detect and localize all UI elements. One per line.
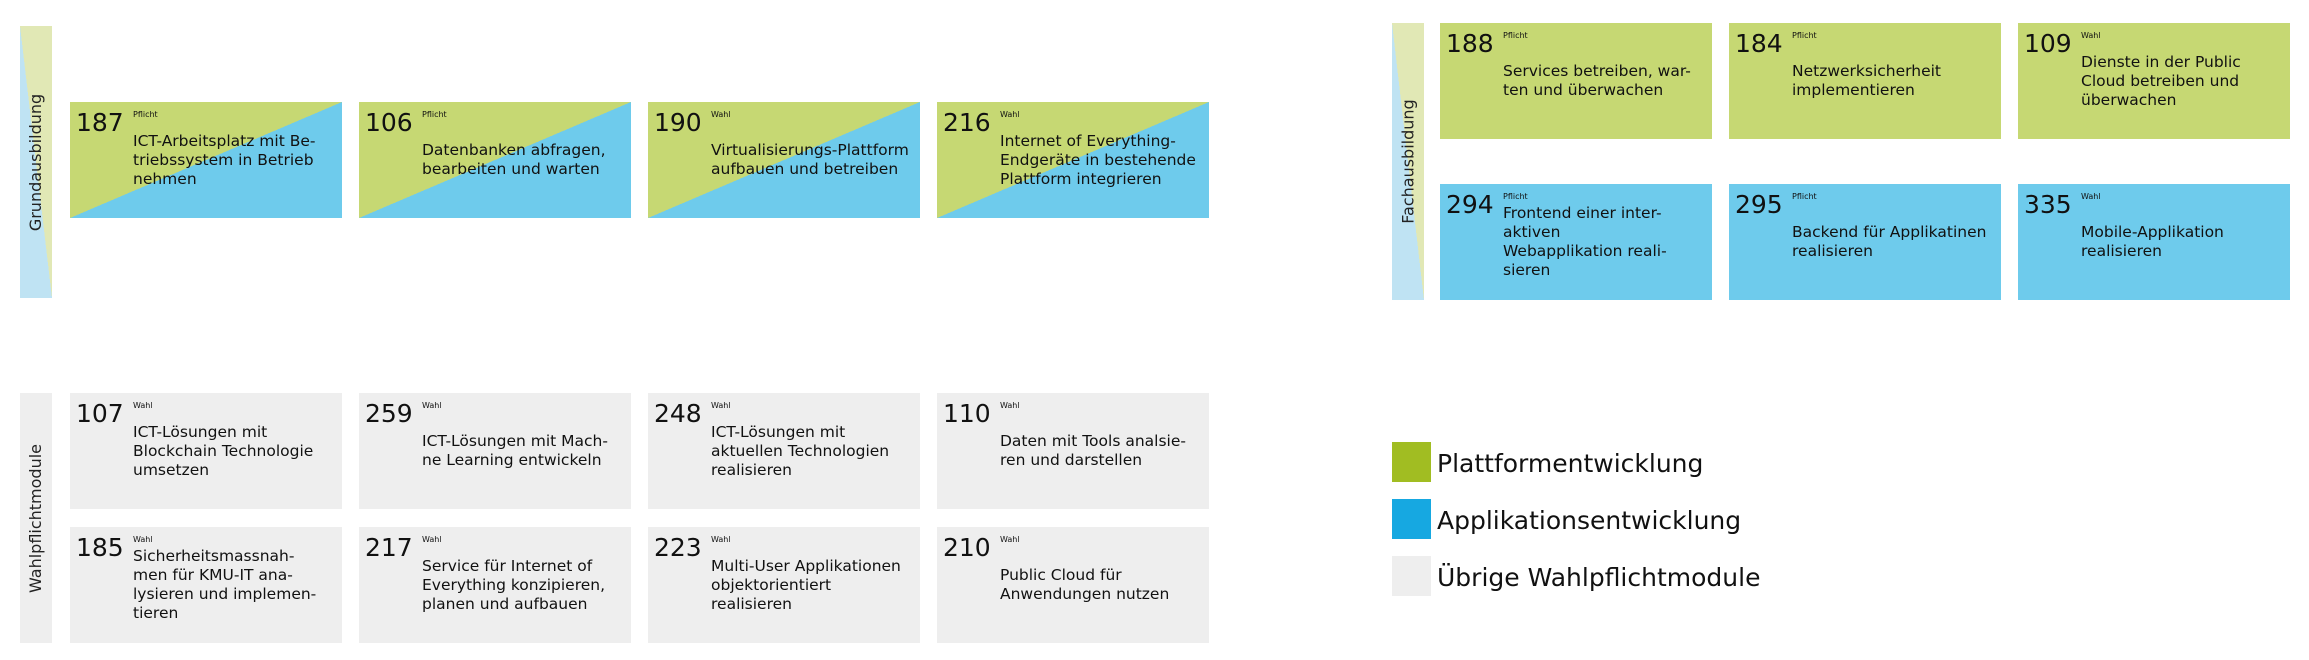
- module-number: 295: [1735, 190, 1783, 219]
- module-type: Pflicht: [1503, 192, 1528, 201]
- module-number: 187: [76, 108, 124, 137]
- module-type: Wahl: [1000, 535, 1020, 544]
- module-type: Pflicht: [1503, 31, 1528, 40]
- module-card: 109 Wahl Dienste in der Public Cloud bet…: [2018, 23, 2290, 139]
- module-card: 187 Pflicht ICT-Arbeitsplatz mit Be- tri…: [70, 102, 342, 218]
- module-description: ICT-Arbeitsplatz mit Be- triebssystem in…: [133, 131, 316, 188]
- module-card: 185 Wahl Sicherheitsmassnah- men für KMU…: [70, 527, 342, 643]
- module-card: 335 Wahl Mobile-Applikation realisieren: [2018, 184, 2290, 300]
- module-card: 223 Wahl Multi-User Applikationen objekt…: [648, 527, 920, 643]
- module-description: Multi-User Applikationen objektorientier…: [711, 556, 901, 613]
- module-type: Pflicht: [422, 110, 447, 119]
- module-number: 217: [365, 533, 413, 562]
- module-number: 216: [943, 108, 991, 137]
- legend-swatch: [1392, 556, 1431, 596]
- legend-swatch: [1392, 442, 1431, 482]
- module-card: 248 Wahl ICT-Lösungen mit aktuellen Tech…: [648, 393, 920, 509]
- module-card: 259 Wahl ICT-Lösungen mit Mach- ne Learn…: [359, 393, 631, 509]
- module-type: Wahl: [422, 401, 442, 410]
- module-number: 335: [2024, 190, 2072, 219]
- module-number: 259: [365, 399, 413, 428]
- module-type: Wahl: [711, 535, 731, 544]
- module-description: Netzwerksicherheit implementieren: [1792, 62, 1942, 99]
- module-description: ICT-Lösungen mit aktuellen Technologien …: [711, 422, 890, 479]
- module-number: 110: [943, 399, 991, 428]
- module-number: 294: [1446, 190, 1494, 219]
- module-card: 210 Wahl Public Cloud für Anwendungen nu…: [937, 527, 1209, 643]
- module-type: Wahl: [133, 401, 153, 410]
- module-card: 190 Wahl Virtualisierungs-Plattform aufb…: [648, 102, 920, 218]
- module-type: Wahl: [2081, 31, 2101, 40]
- module-card: 106 Pflicht Datenbanken abfragen, bearbe…: [359, 102, 631, 218]
- module-card: 184 Pflicht Netzwerksicherheit implement…: [1729, 23, 2001, 139]
- grundausbildung-label-bar: Grundausbildung: [20, 26, 52, 298]
- module-description: Services betreiben, war- ten und überwac…: [1503, 62, 1691, 99]
- module-card: 110 Wahl Daten mit Tools analsie- ren un…: [937, 393, 1209, 509]
- module-description: ICT-Lösungen mit Mach- ne Learning entwi…: [422, 432, 608, 469]
- module-number: 248: [654, 399, 702, 428]
- module-number: 223: [654, 533, 702, 562]
- module-type: Wahl: [133, 535, 153, 544]
- module-number: 188: [1446, 29, 1494, 58]
- module-description: Virtualisierungs-Plattform aufbauen und …: [711, 141, 909, 178]
- module-card: 295 Pflicht Backend für Applikatinen rea…: [1729, 184, 2001, 300]
- module-description: Datenbanken abfragen, bearbeiten und war…: [422, 141, 606, 178]
- module-type: Wahl: [711, 401, 731, 410]
- module-description: Daten mit Tools analsie- ren und darstel…: [1000, 432, 1186, 469]
- module-description: ICT-Lösungen mit Blockchain Technologie …: [133, 422, 314, 479]
- module-type: Wahl: [422, 535, 442, 544]
- legend-label: Übrige Wahlpflichtmodule: [1437, 563, 1761, 592]
- module-type: Wahl: [2081, 192, 2101, 201]
- module-description: Mobile-Applikation realisieren: [2081, 223, 2224, 260]
- wahlpflichtmodule-label: Wahlpflichtmodule: [26, 443, 46, 593]
- module-description: Internet of Everything- Endgeräte in bes…: [1000, 131, 1196, 188]
- legend-label: Applikationsentwicklung: [1437, 506, 1742, 535]
- module-type: Pflicht: [1792, 192, 1817, 201]
- module-card: 216 Wahl Internet of Everything- Endgerä…: [937, 102, 1209, 218]
- module-card: 217 Wahl Service für Internet of Everyth…: [359, 527, 631, 643]
- module-description: Frontend einer inter- aktiven Webapplika…: [1503, 204, 1667, 279]
- module-type: Wahl: [711, 110, 731, 119]
- module-description: Service für Internet of Everything konzi…: [422, 556, 606, 613]
- fachausbildung-label: Fachausbildung: [1398, 99, 1418, 224]
- legend-label: Plattformentwicklung: [1437, 449, 1704, 478]
- module-description: Dienste in der Public Cloud betreiben un…: [2081, 52, 2241, 109]
- module-number: 107: [76, 399, 124, 428]
- fachausbildung-label-bar: Fachausbildung: [1392, 23, 1424, 300]
- module-number: 185: [76, 533, 124, 562]
- module-number: 109: [2024, 29, 2072, 58]
- grundausbildung-label: Grundausbildung: [26, 93, 46, 231]
- module-card: 188 Pflicht Services betreiben, war- ten…: [1440, 23, 1712, 139]
- module-number: 210: [943, 533, 991, 562]
- module-type: Wahl: [1000, 401, 1020, 410]
- module-type: Pflicht: [1792, 31, 1817, 40]
- wahlpflichtmodule-label-bar: Wahlpflichtmodule: [20, 393, 52, 643]
- module-description: Public Cloud für Anwendungen nutzen: [1000, 566, 1170, 603]
- module-description: Sicherheitsmassnah- men für KMU-IT ana- …: [133, 547, 317, 622]
- module-number: 106: [365, 108, 413, 137]
- module-description: Backend für Applikatinen realisieren: [1792, 223, 1987, 260]
- module-number: 190: [654, 108, 702, 137]
- legend-swatch: [1392, 499, 1431, 539]
- module-card: 107 Wahl ICT-Lösungen mit Blockchain Tec…: [70, 393, 342, 509]
- module-card: 294 Pflicht Frontend einer inter- aktive…: [1440, 184, 1712, 300]
- module-type: Pflicht: [133, 110, 158, 119]
- module-type: Wahl: [1000, 110, 1020, 119]
- module-number: 184: [1735, 29, 1783, 58]
